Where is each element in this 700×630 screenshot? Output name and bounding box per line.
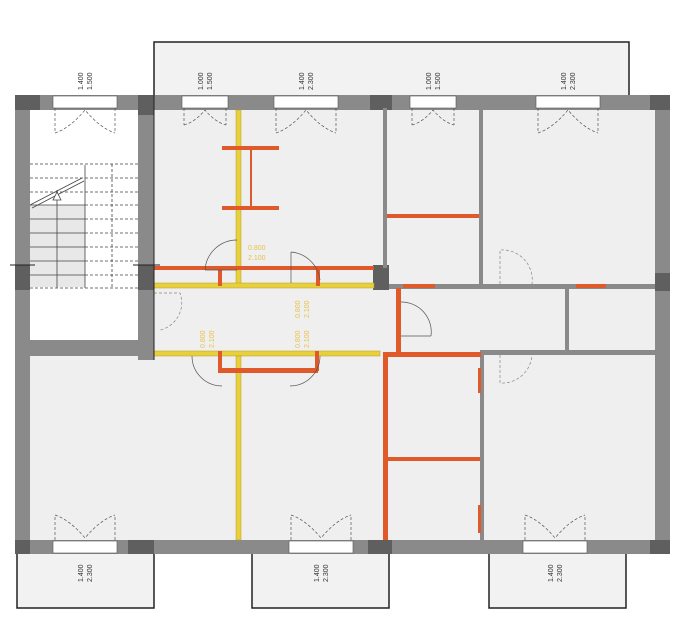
top-balcony xyxy=(153,41,630,99)
staircase xyxy=(29,163,138,289)
svg-text:1.400: 1.400 xyxy=(561,72,568,90)
door-swings[interactable] xyxy=(154,239,533,387)
svg-text:1.400: 1.400 xyxy=(78,564,85,582)
window-dimension-labels: 1.400 1.500 1.000 1.500 1.400 2.300 1.00… xyxy=(78,72,577,582)
top-windows[interactable] xyxy=(52,95,601,554)
bottom-balconies xyxy=(16,552,627,609)
svg-text:1.500: 1.500 xyxy=(87,72,94,90)
svg-text:2.100: 2.100 xyxy=(304,330,311,348)
svg-text:2.300: 2.300 xyxy=(87,564,94,582)
svg-text:2.100: 2.100 xyxy=(209,330,216,348)
svg-text:0.800: 0.800 xyxy=(295,330,302,348)
svg-text:2.100: 2.100 xyxy=(304,300,311,318)
svg-text:2.300: 2.300 xyxy=(323,564,330,582)
svg-text:0.800: 0.800 xyxy=(295,300,302,318)
svg-text:1.000: 1.000 xyxy=(198,72,205,90)
floor-area xyxy=(30,108,655,541)
svg-text:1.400: 1.400 xyxy=(299,72,306,90)
svg-text:1.400: 1.400 xyxy=(548,564,555,582)
svg-text:2.300: 2.300 xyxy=(308,72,315,90)
svg-text:1.500: 1.500 xyxy=(207,72,214,90)
orange-walls xyxy=(154,146,606,540)
svg-text:1.400: 1.400 xyxy=(314,564,321,582)
svg-text:0.800: 0.800 xyxy=(248,245,266,252)
outline-lines xyxy=(10,42,160,360)
svg-text:1.500: 1.500 xyxy=(435,72,442,90)
window-swings xyxy=(54,108,599,540)
svg-text:2.100: 2.100 xyxy=(248,255,266,262)
columns xyxy=(15,95,670,554)
svg-text:0.800: 0.800 xyxy=(200,330,207,348)
svg-text:1.000: 1.000 xyxy=(426,72,433,90)
svg-text:2.300: 2.300 xyxy=(570,72,577,90)
exterior-walls xyxy=(15,95,670,554)
svg-text:2.300: 2.300 xyxy=(557,564,564,582)
svg-text:1.400: 1.400 xyxy=(78,72,85,90)
door-dimension-labels: 0.800 2.100 0.800 2.100 0.800 2.100 0.80… xyxy=(200,245,311,348)
